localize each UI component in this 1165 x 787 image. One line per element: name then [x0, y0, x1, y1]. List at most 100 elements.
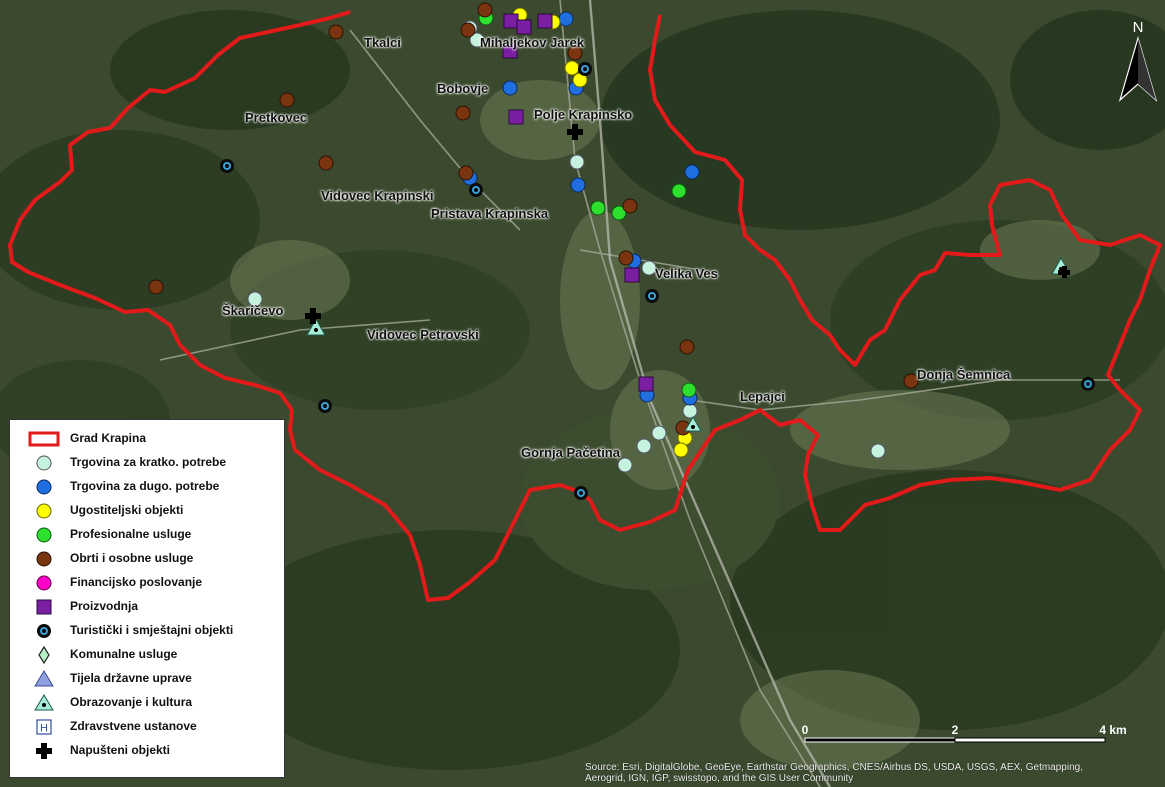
circle-icon: [36, 455, 52, 471]
poi-profesionalne: [671, 183, 687, 199]
place-label-pristava-krapinska: Pristava Krapinska: [431, 206, 549, 221]
poi-proizvodnja: [516, 19, 532, 35]
legend-row: Tijela državne uprave: [10, 668, 284, 690]
poi-proizvodnja: [624, 267, 640, 283]
legend-row: Trgovina za kratko. potrebe: [10, 452, 284, 474]
legend-row: Komunalne usluge: [10, 644, 284, 666]
legend-row: Turistički i smještajni objekti: [10, 620, 284, 642]
poi-obrti: [279, 92, 295, 108]
poi-profesionalne: [590, 200, 606, 216]
legend-label: Profesionalne usluge: [70, 527, 192, 541]
svg-text:H: H: [40, 723, 48, 735]
poi-proizvodnja: [537, 13, 553, 29]
legend-label: Komunalne usluge: [70, 647, 178, 661]
poi-ugostitelj: [564, 60, 580, 76]
place-label-tkalci: Tkalci: [364, 35, 401, 50]
legend-row: Trgovina za dugo. potrebe: [10, 476, 284, 498]
poi-kratko: [641, 260, 657, 276]
poi-profesionalne: [611, 205, 627, 221]
legend-label: Financijsko poslovanje: [70, 575, 203, 589]
poi-dugo: [570, 177, 586, 193]
poi-obrti: [458, 165, 474, 181]
poi-kratko: [247, 291, 263, 307]
legend-row: Financijsko poslovanje: [10, 572, 284, 594]
poi-layer: [148, 2, 1095, 500]
scale-label-0: 0: [802, 723, 809, 737]
poi-kratko: [617, 457, 633, 473]
poi-obrti: [567, 45, 583, 61]
poi-dugo: [502, 80, 518, 96]
poi-proizvodnja: [502, 43, 518, 59]
poi-obrti: [622, 198, 638, 214]
poi-proizvodnja: [638, 376, 654, 392]
legend-label: Turistički i smještajni objekti: [70, 623, 234, 637]
place-label-skaricevo: Škaričevo: [222, 303, 284, 318]
poi-obrti: [455, 105, 471, 121]
poi-turisticki-group: [220, 62, 1095, 500]
place-label-donja-semnica: Donja Šemnica: [917, 367, 1011, 382]
triangle-dot-icon: [34, 694, 54, 711]
scale-label-2: 2: [952, 723, 959, 737]
poi-obrti: [679, 339, 695, 355]
legend-row: Grad Krapina: [10, 428, 284, 450]
circle-icon: [36, 575, 52, 591]
poi-obrti: [328, 24, 344, 40]
poi-profesionalne: [681, 382, 697, 398]
poi-obrti: [903, 373, 919, 389]
grad-krapina-boundary: [8, 10, 1162, 602]
poi-proizvodnja: [503, 13, 519, 29]
north-label: N: [1133, 19, 1144, 36]
poi-ugostitelj: [673, 442, 689, 458]
poi-kratko: [636, 438, 652, 454]
boundary-icon: [28, 431, 60, 447]
place-label-pretkovec: Pretkovec: [245, 110, 308, 125]
place-label-vidovec-krapinski: Vidovec Krapinski: [321, 188, 434, 203]
legend-row: Proizvodnja: [10, 596, 284, 618]
poi-obrti: [318, 155, 334, 171]
circle-icon: [36, 527, 52, 543]
poi-kratko: [870, 443, 886, 459]
place-label-bobovje: Bobovje: [437, 81, 489, 96]
legend-label: Grad Krapina: [70, 431, 147, 445]
legend-label: Obrti i osobne usluge: [70, 551, 194, 565]
poi-obrti: [148, 279, 164, 295]
poi-obrti: [618, 250, 634, 266]
legend-label: Trgovina za dugo. potrebe: [70, 479, 220, 493]
triangle-icon: [34, 670, 54, 687]
legend-label: Proizvodnja: [70, 599, 139, 613]
poi-napusteni-group: [305, 124, 1070, 324]
poi-kratko: [469, 32, 485, 48]
poi-dugo: [684, 164, 700, 180]
legend-row: Obrazovanje i kultura: [10, 692, 284, 714]
place-label-vidovec-petrovski: Vidovec Petrovski: [367, 327, 479, 342]
poi-obrti: [460, 22, 476, 38]
poi-kratko: [569, 154, 585, 170]
legend-label: Tijela državne uprave: [70, 671, 192, 685]
legend-row: H Zdravstvene ustanove: [10, 716, 284, 738]
place-label-mihaljekov-jarek: Mihaljekov Jarek: [480, 35, 585, 50]
legend-label: Ugostiteljski objekti: [70, 503, 184, 517]
hospital-h-icon: H: [36, 719, 52, 735]
legend-row: Napušteni objekti: [10, 740, 284, 762]
legend-row: Obrti i osobne usluge: [10, 548, 284, 570]
scale-label-4: 4 km: [1099, 723, 1126, 737]
poi-dugo: [558, 11, 574, 27]
diamond-icon: [38, 646, 50, 664]
place-label-velika-ves: Velika Ves: [655, 266, 718, 281]
legend-label: Trgovina za kratko. potrebe: [70, 455, 227, 469]
legend-label: Obrazovanje i kultura: [70, 695, 193, 709]
poi-kratko: [682, 403, 698, 419]
north-arrow-icon: N: [1118, 19, 1158, 102]
scale-bar: 0 2 4 km: [802, 723, 1127, 743]
square-icon: [36, 599, 52, 615]
target-icon: [37, 624, 51, 638]
legend-label: Napušteni objekti: [70, 743, 171, 757]
circle-icon: [36, 503, 52, 519]
place-label-polje-krapinsko: Polje Krapinsko: [534, 107, 633, 122]
cross-icon: [36, 743, 52, 759]
poi-kratko: [651, 425, 667, 441]
circle-icon: [36, 479, 52, 495]
attribution-text: Source: Esri, DigitalGlobe, GeoEye, Eart…: [585, 762, 1083, 784]
